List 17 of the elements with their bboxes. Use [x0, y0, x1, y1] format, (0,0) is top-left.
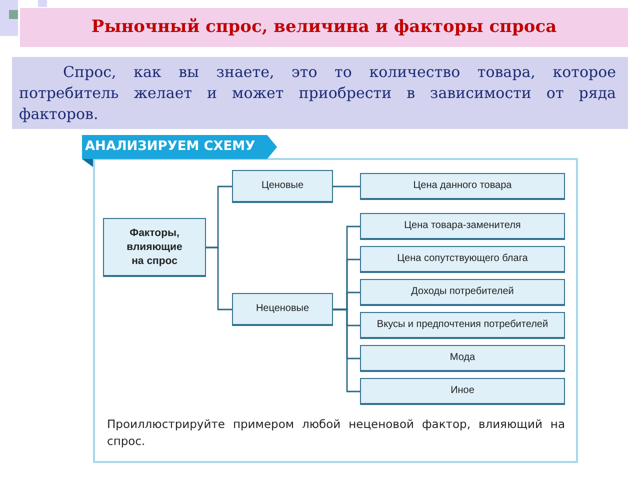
slide-title: Рыночный спрос, величина и факторы спроса — [20, 8, 628, 47]
connector-line — [333, 186, 360, 188]
task-text: Проиллюстрируйте примером любой неценовой фактор, влияющий на спрос. — [107, 416, 565, 450]
factor-box: Цена данного товара — [360, 173, 565, 200]
connector-line — [333, 308, 360, 392]
section-tab: АНАЛИЗИРУЕМ СХЕМУ — [82, 135, 278, 159]
factor-box: Цена товара-заменителя — [360, 213, 565, 240]
category-box: Ценовые — [232, 170, 333, 203]
factor-box: Иное — [360, 378, 565, 405]
root-factor-box: Факторы, влияющие на спрос — [103, 218, 206, 277]
factor-box: Мода — [360, 345, 565, 372]
intro-paragraph: Спрос, как вы знаете, это то количество товара, которое потребитель желает и может приобрести в зависимости от ряда факторов. — [12, 57, 628, 129]
category-box: Неценовые — [232, 293, 333, 326]
connector-line — [206, 246, 232, 310]
factor-box: Цена сопутствующего блага — [360, 246, 565, 273]
factor-box: Вкусы и предпочтения потребителей — [360, 312, 565, 339]
factor-box: Доходы потребителей — [360, 279, 565, 306]
